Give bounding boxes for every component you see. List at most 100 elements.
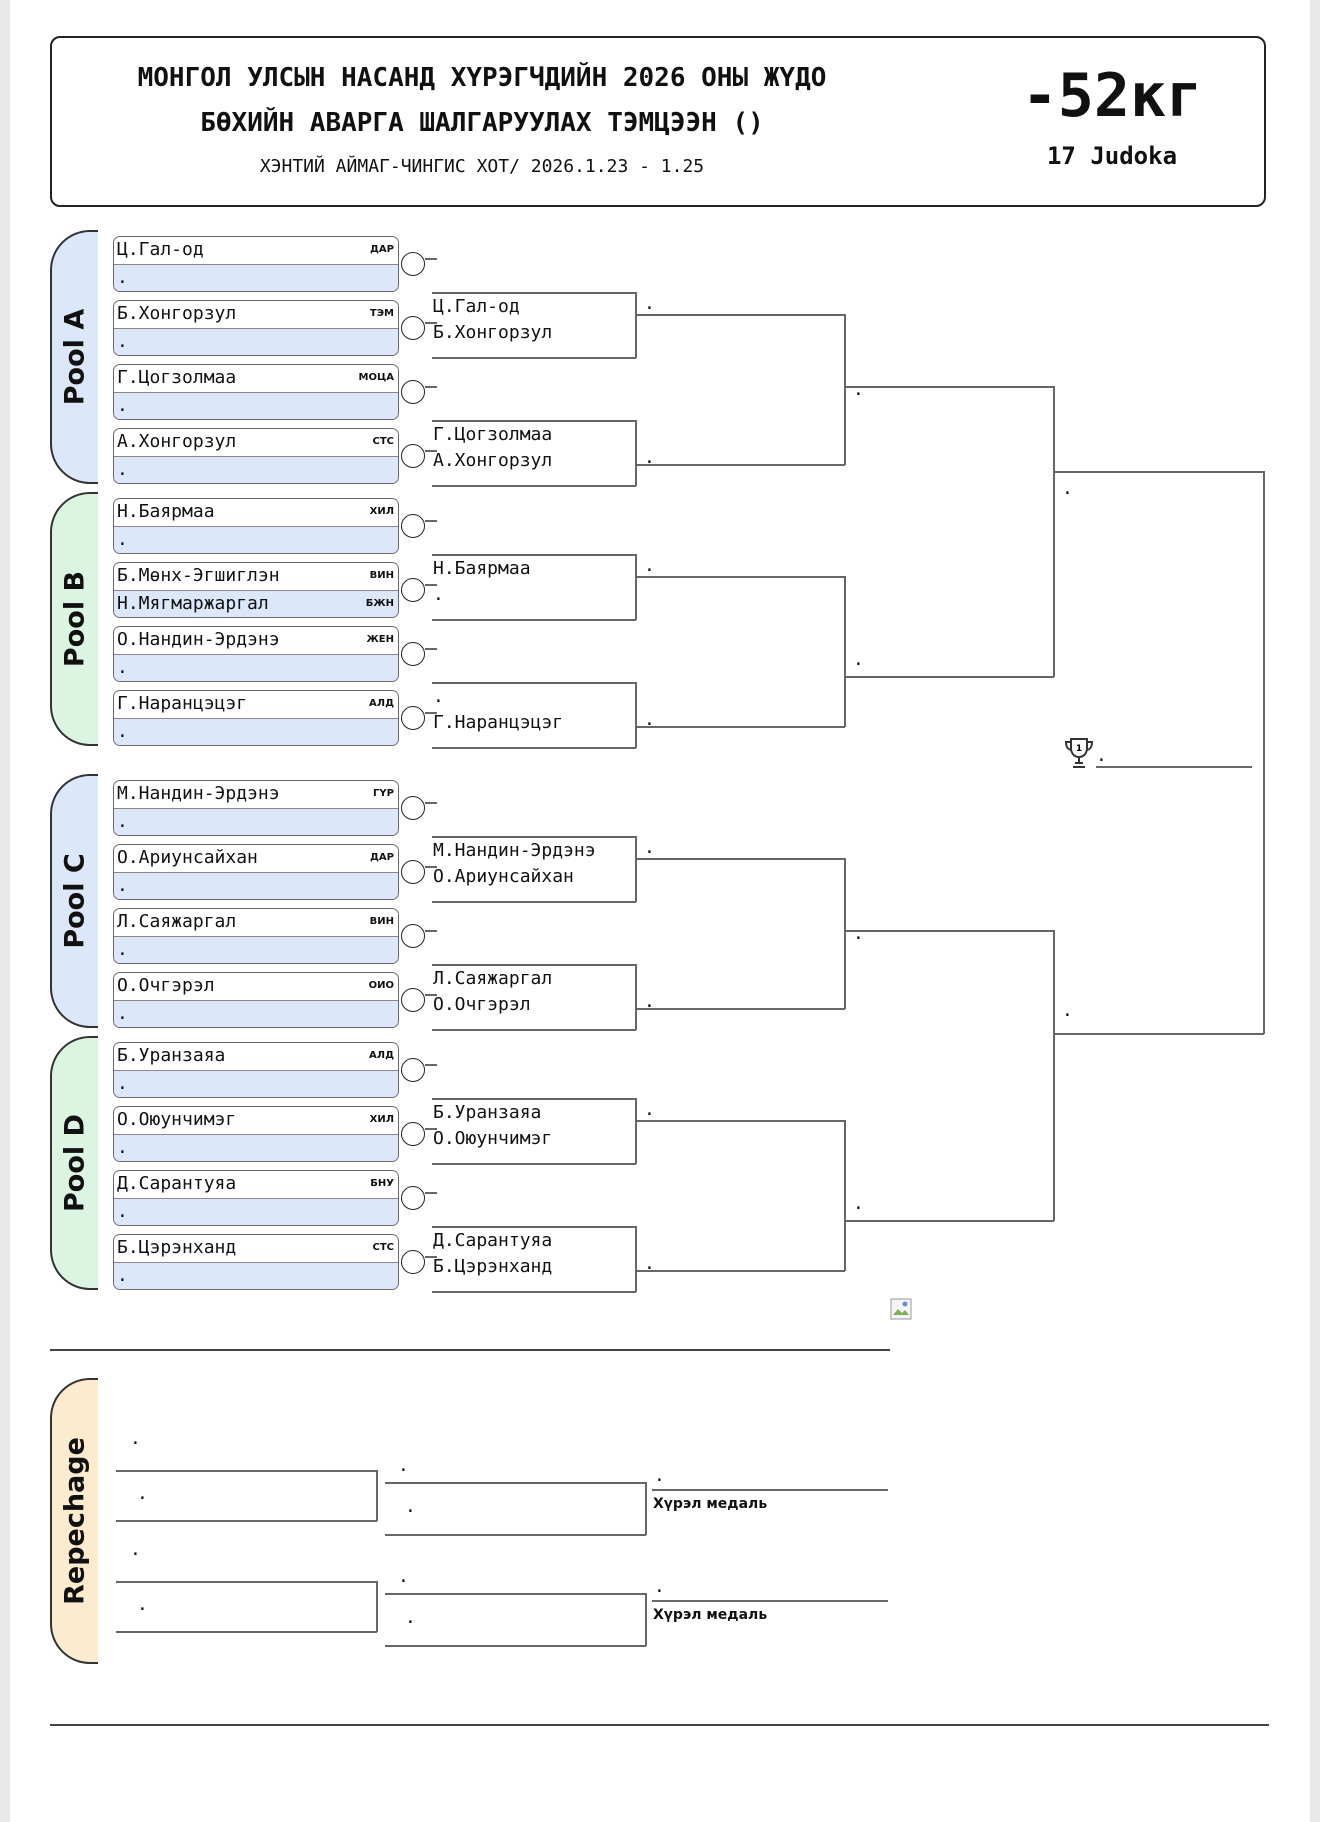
athlete-second-name: . <box>117 1073 128 1094</box>
bracket-stub <box>425 322 437 324</box>
athlete-club: БНУ <box>370 1178 394 1189</box>
score-circle-icon <box>401 316 425 340</box>
match-athlete-a: Л.Саяжаргал <box>433 968 553 989</box>
bracket-line-r2 <box>635 836 637 902</box>
weight-category: -52кг <box>1021 61 1203 131</box>
athlete-second-name: Н.Мягмаржаргал <box>117 593 269 614</box>
athlete-secondary-row: . <box>114 527 398 553</box>
r3-winner: . <box>853 649 864 670</box>
repechage-mid-bottom: . <box>405 1607 416 1628</box>
bracket-line-r2 <box>635 964 637 1030</box>
athlete-secondary-row: . <box>114 937 398 963</box>
bracket-line-r3 <box>636 1008 845 1010</box>
semi-winner: . <box>1062 478 1073 499</box>
athlete-club: ВИН <box>369 916 394 927</box>
repechage-bottom: . <box>137 1594 148 1615</box>
bracket-stub <box>425 386 437 388</box>
athlete-club: ДАР <box>370 244 394 255</box>
athlete-name: М.Нандин-Эрдэнэ <box>117 783 280 804</box>
athlete-club: АЛД <box>369 1050 394 1061</box>
athlete-secondary-row: . <box>114 719 398 745</box>
athlete-name: Б.Мөнх-Эгшиглэн <box>117 565 280 586</box>
pool-label: Pool D <box>59 1114 91 1212</box>
repechage-top: . <box>130 1428 141 1449</box>
bracket-line-r3 <box>636 726 845 728</box>
bracket-line-r2 <box>432 292 636 294</box>
bracket-line-r2 <box>432 554 636 556</box>
repechage-line <box>645 1593 647 1646</box>
athlete-club: ОИО <box>368 980 394 991</box>
r3-winner: . <box>853 923 864 944</box>
score-circle-icon <box>401 1186 425 1210</box>
athlete-second-name: . <box>117 331 128 352</box>
athlete-club: ДАР <box>370 852 394 863</box>
athlete-secondary-row: . <box>114 1199 398 1225</box>
bracket-line-r2 <box>432 836 636 838</box>
athlete-name: Н.Баярмаа <box>117 501 215 522</box>
athlete-name: Г.Цогзолмаа <box>117 367 237 388</box>
repechage-mid: . <box>398 1455 409 1476</box>
repechage-line <box>116 1470 377 1472</box>
bracket-line-r2 <box>432 964 636 966</box>
divider-bottom <box>50 1724 1269 1726</box>
repechage-line <box>385 1645 646 1647</box>
match-athlete-a: М.Нандин-Эрдэнэ <box>433 840 596 861</box>
bracket-stub <box>425 712 437 714</box>
athlete-club: АЛД <box>369 698 394 709</box>
bracket-line-r3 <box>844 314 846 465</box>
athlete-second-name: . <box>117 811 128 832</box>
repechage-label: Repechage <box>59 1437 91 1605</box>
athlete-club: СТС <box>372 436 395 447</box>
athlete-second-name: . <box>117 1201 128 1222</box>
match-athlete-b: Б.Цэрэнханд <box>433 1256 553 1277</box>
athlete-name: А.Хонгорзул <box>117 431 237 452</box>
bracket-line-r2 <box>432 747 636 749</box>
athlete-second-name: . <box>117 529 128 550</box>
athlete-primary-row: Б.Уранзаяа АЛД <box>114 1043 398 1071</box>
score-circle-icon <box>401 706 425 730</box>
bracket-line-final <box>1263 471 1265 1034</box>
bracket-line-r2 <box>635 554 637 620</box>
bracket-line-r3 <box>636 464 845 466</box>
athlete-second-name: . <box>117 939 128 960</box>
pool-tab-c: Pool C <box>50 774 98 1028</box>
repechage-line <box>376 1470 378 1521</box>
bracket-line-r3 <box>636 576 845 578</box>
bracket-stub <box>425 866 437 868</box>
bracket-stub <box>425 520 437 522</box>
repechage-final: . <box>654 1576 665 1597</box>
score-circle-icon <box>401 642 425 666</box>
bracket-line-r2 <box>635 292 637 358</box>
score-circle-icon <box>401 860 425 884</box>
bracket-stub <box>425 258 437 260</box>
bracket-line-r3 <box>636 1120 845 1122</box>
athlete-second-name: . <box>117 1265 128 1286</box>
score-circle-icon <box>401 924 425 948</box>
pool-tab-a: Pool A <box>50 230 98 484</box>
match-winner: . <box>644 1099 655 1120</box>
athlete-second-name: . <box>117 395 128 416</box>
r3-winner: . <box>853 379 864 400</box>
page-edge-right <box>1310 0 1320 1822</box>
bracket-line-r3 <box>844 1120 846 1271</box>
bracket-line-semi <box>1053 386 1055 677</box>
bracket-stub <box>425 802 437 804</box>
score-circle-icon <box>401 252 425 276</box>
athlete-name: Б.Уранзаяа <box>117 1045 226 1066</box>
athlete-club: ЖЕН <box>366 634 394 645</box>
athlete-secondary-row: . <box>114 1263 398 1289</box>
match-winner: . <box>644 447 655 468</box>
match-athlete-a: . <box>433 686 444 707</box>
bracket-line-r2 <box>635 1098 637 1164</box>
